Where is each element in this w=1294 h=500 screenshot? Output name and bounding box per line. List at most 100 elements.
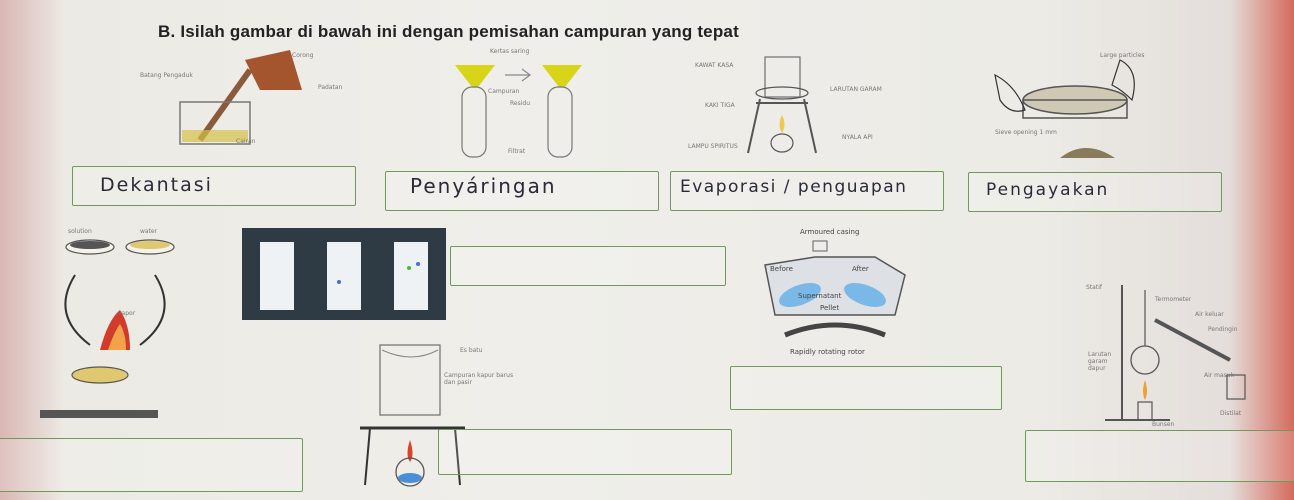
- flame-icon: [407, 440, 413, 462]
- label-bunsen: Bunsen: [1152, 421, 1175, 428]
- tripod-leg-right: [803, 98, 817, 154]
- tube-before: [779, 282, 821, 308]
- tube-after: [844, 282, 886, 308]
- label-cairan: Cairan: [236, 138, 256, 145]
- tilted-beaker: [245, 50, 302, 90]
- label-batang: Batang Pengaduk: [140, 72, 193, 79]
- label-air-keluar: Air keluar: [1195, 311, 1224, 318]
- tripod-leg-right: [454, 427, 461, 486]
- label-padatan: Padatan: [318, 84, 343, 91]
- distillate-beaker: [1226, 374, 1246, 400]
- label-termometer: Termometer: [1155, 296, 1192, 303]
- label-rotor: Rapidly rotating rotor: [790, 348, 865, 356]
- flame-inner-icon: [108, 324, 126, 350]
- label-kasa: KAWAT KASA: [695, 62, 734, 69]
- caption-bar: [40, 410, 158, 418]
- label-vapor: vapor: [118, 310, 136, 317]
- section-title: B. Isilah gambar di bawah ini dengan pem…: [158, 22, 739, 41]
- sieve-rim: [1022, 99, 1128, 119]
- dye-spot: [337, 280, 341, 284]
- label-pendingin: Pendingin: [1208, 326, 1238, 333]
- label-distilat: Distilat: [1220, 410, 1242, 417]
- label-es: Es batu: [460, 347, 483, 354]
- answer-1: Dekantasi: [100, 174, 213, 196]
- stirring-rod: [197, 68, 253, 142]
- dye-spot: [416, 262, 420, 266]
- answer-box-9[interactable]: [1025, 430, 1294, 482]
- answer-box-7[interactable]: [438, 429, 732, 475]
- label-lampu: LAMPU SPIRITUS: [688, 143, 738, 150]
- hand-right: [1111, 59, 1135, 102]
- arrow-icon: [505, 68, 531, 82]
- spirit-lamp: [395, 457, 425, 487]
- answer-4: Pengayakan: [986, 180, 1110, 200]
- spirit-lamp-fuel: [398, 473, 422, 483]
- label-opening: Sieve opening 1 mm: [995, 129, 1057, 136]
- paper-strip-1: [260, 242, 294, 310]
- label-water: water: [140, 228, 158, 235]
- decantation-diagram: [179, 50, 302, 145]
- test-tube-right: [547, 86, 573, 158]
- paper-strip-2: [327, 242, 361, 310]
- answer-3: Evaporasi / penguapan: [680, 177, 908, 197]
- answer-box-2[interactable]: [385, 171, 659, 211]
- answer-box-1[interactable]: [72, 166, 356, 206]
- label-campuran: Campuran: [488, 88, 520, 95]
- label-pellet: Pellet: [820, 304, 840, 312]
- cycle-arrow-right: [139, 274, 166, 346]
- evaporating-dish: [381, 349, 439, 358]
- flame-icon: [779, 115, 785, 133]
- rotation-arrow: [784, 322, 886, 338]
- label-after: After: [852, 265, 869, 273]
- beaker: [379, 344, 441, 416]
- spirit-lamp: [770, 133, 794, 153]
- answer-box-4[interactable]: [968, 172, 1222, 212]
- label-statif: Statif: [1086, 284, 1102, 291]
- label-api: NYALA API: [842, 134, 873, 141]
- label-supernatant: Supernatant: [798, 292, 842, 300]
- answer-box-8[interactable]: [0, 438, 303, 492]
- condenser: [1154, 318, 1231, 362]
- label-residu: Residu: [510, 100, 530, 107]
- label-larutan: LARUTAN GARAM: [830, 86, 882, 93]
- distillation-diagram: [1105, 285, 1246, 421]
- label-campuran-kapur: Campuran kapur barus dan pasir: [444, 372, 514, 386]
- answer-box-5[interactable]: [450, 246, 726, 286]
- centrifuge-diagram: [764, 240, 906, 338]
- beaker: [764, 56, 801, 98]
- test-tube-left: [461, 86, 487, 158]
- sublimation-diagram: [360, 344, 465, 487]
- label-corong: Corong: [292, 52, 314, 59]
- filtration-diagram: [455, 65, 582, 158]
- label-larutan-garam: Larutan garam dapur: [1088, 351, 1112, 372]
- casing-top: [812, 240, 828, 252]
- wire-gauze: [755, 86, 809, 100]
- dish-right-contents: [130, 241, 170, 249]
- label-before: Before: [770, 265, 793, 273]
- chromatography-photo: [242, 228, 446, 320]
- liquid: [182, 130, 248, 142]
- answer-box-3[interactable]: [670, 171, 944, 211]
- label-kaki: KAKI TIGA: [705, 102, 735, 109]
- dish-bottom: [71, 366, 129, 384]
- label-large: Large particles: [1100, 52, 1145, 59]
- bunsen-burner: [1137, 401, 1153, 421]
- paper-strip-3: [394, 242, 428, 310]
- evaporation-diagram: [747, 56, 817, 154]
- label-solution: solution: [68, 228, 92, 235]
- label-kertas: Kertas saring: [490, 48, 530, 55]
- dye-spot: [407, 266, 411, 270]
- cycle-arrow-left: [64, 274, 91, 346]
- tripod-leg-left: [364, 427, 371, 486]
- flame-icon: [1143, 380, 1147, 400]
- answer-box-6[interactable]: [730, 366, 1002, 410]
- round-flask: [1130, 345, 1160, 375]
- crystallization-diagram: [40, 239, 175, 418]
- dish-left-contents: [70, 241, 110, 249]
- label-air-masuk: Air masuk: [1204, 372, 1235, 379]
- funnel-right: [542, 65, 582, 87]
- receiving-beaker: [179, 101, 251, 145]
- answer-2: Penyáringan: [410, 174, 557, 198]
- funnel-left: [455, 65, 495, 87]
- label-filtrat: Filtrat: [508, 148, 526, 155]
